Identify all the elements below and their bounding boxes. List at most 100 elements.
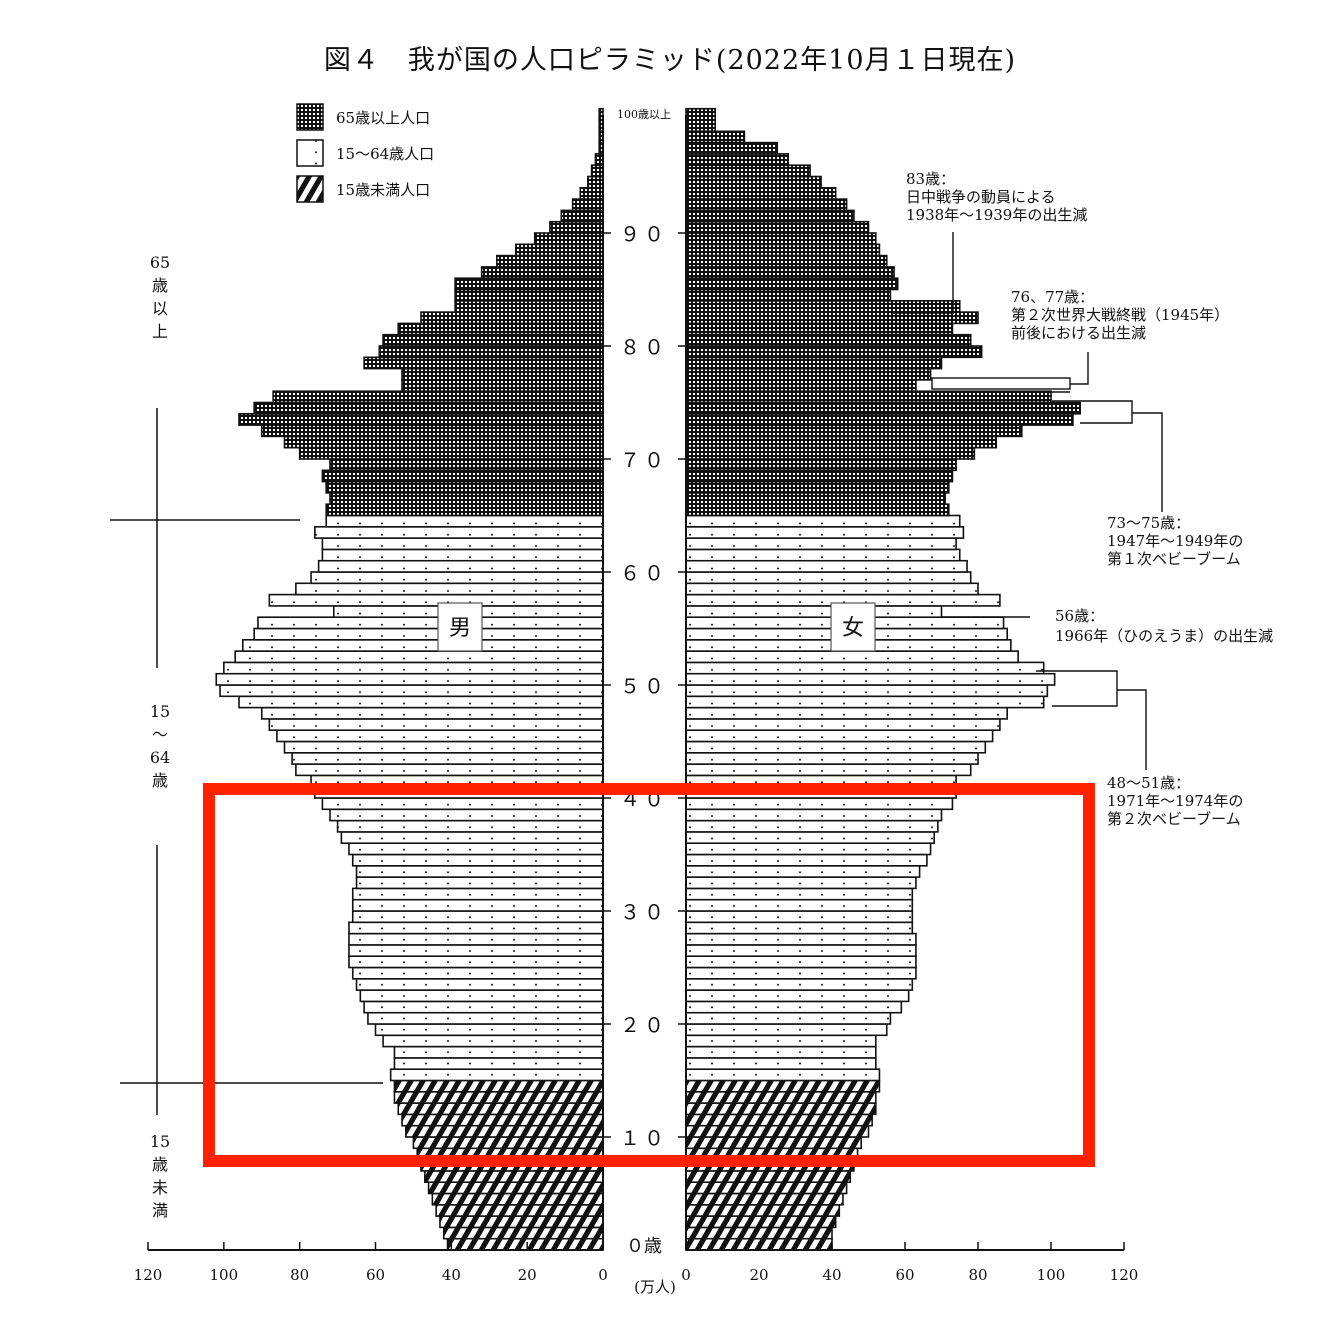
annotation-a56: 56歳： <box>1055 607 1104 625</box>
bar-male <box>393 1045 604 1059</box>
bar-male <box>310 571 604 585</box>
bar-male <box>496 254 604 268</box>
bar-male <box>420 1158 604 1172</box>
bar-female <box>685 571 972 585</box>
bar-female <box>685 232 877 246</box>
bar-male <box>351 910 604 924</box>
bar-female <box>685 288 892 302</box>
female-label: 女 <box>842 616 864 641</box>
bar-female <box>685 1181 848 1195</box>
bar-male <box>215 672 604 686</box>
bar-female <box>685 153 789 166</box>
bar-female <box>685 254 888 268</box>
bar-female <box>685 797 954 811</box>
male-label: 男 <box>449 616 471 641</box>
age-tick-label: ７０ <box>620 448 668 472</box>
bar-male <box>219 684 604 698</box>
bar-female <box>685 876 917 890</box>
bar-male <box>393 1057 604 1071</box>
bar-male <box>571 198 604 212</box>
bar-female <box>685 1170 852 1184</box>
bar-female <box>685 785 957 799</box>
x-tick-label-female: 60 <box>895 1266 914 1284</box>
bar-female <box>685 424 1023 438</box>
bar-male <box>291 751 604 765</box>
bar-female <box>685 1079 881 1093</box>
bar-male <box>325 503 604 517</box>
bar-female <box>685 480 950 494</box>
x-tick-label-female: 0 <box>681 1266 691 1284</box>
bar-male <box>351 853 604 867</box>
bar-female <box>685 446 976 460</box>
bar-male <box>348 842 604 856</box>
bar-female <box>685 989 910 1003</box>
bar-male <box>321 548 604 562</box>
bar-female <box>685 1158 855 1172</box>
bar-male <box>378 345 604 359</box>
bar-female <box>685 1113 873 1127</box>
male-bars <box>215 107 604 1251</box>
bar-female <box>685 514 961 528</box>
bar-female <box>685 311 979 325</box>
bar-male <box>253 627 604 641</box>
bar-male <box>283 740 604 754</box>
bar-female <box>685 1045 877 1059</box>
bar-male <box>238 412 604 426</box>
bar-male <box>260 706 604 720</box>
bar-male <box>454 299 604 313</box>
bar-female <box>685 458 957 472</box>
annotation-a83: 83歳： <box>906 170 955 188</box>
bar-male <box>363 1000 604 1014</box>
bar-male <box>321 797 604 811</box>
bar-male <box>272 390 604 404</box>
bar-female <box>685 119 717 133</box>
age-tick-label: ８０ <box>620 335 668 359</box>
bar-female <box>685 525 965 539</box>
x-tick-label-male: 0 <box>598 1266 608 1284</box>
bar-male <box>268 593 604 607</box>
bar-male <box>348 921 604 935</box>
bar-male <box>321 469 604 483</box>
bar-male <box>355 864 604 878</box>
bar-male <box>423 1170 604 1184</box>
bar-male <box>351 898 604 912</box>
bar-female <box>685 548 961 562</box>
x-tick-label-male: 100 <box>210 1266 239 1284</box>
annotation-a7375: 73～75歳： <box>1107 514 1190 532</box>
bar-female <box>685 966 917 980</box>
bar-male <box>416 1147 604 1161</box>
bar-female <box>685 1034 877 1048</box>
bar-male <box>314 525 604 539</box>
bar-female <box>685 266 895 279</box>
bar-male <box>355 977 604 991</box>
bar-male <box>283 435 604 449</box>
bar-male <box>594 153 604 166</box>
group-label-15-64: ～ <box>152 725 168 744</box>
age-tick-label: ６０ <box>620 561 668 585</box>
bar-female <box>685 401 1082 415</box>
x-tick-label-male: 40 <box>442 1266 461 1284</box>
bar-male <box>348 955 604 969</box>
bar-female <box>685 164 811 178</box>
group-label-under15: 満 <box>152 1201 168 1220</box>
x-tick-label-male: 60 <box>366 1266 385 1284</box>
legend-label-children: 15歳未満人口 <box>336 181 430 199</box>
x-tick-label-female: 120 <box>1110 1266 1139 1284</box>
bar-female <box>685 1011 892 1025</box>
age-tick-label-100plus: 100歳以上 <box>617 108 671 121</box>
bar-female <box>685 898 914 912</box>
bar-female <box>685 672 1056 686</box>
bar-male <box>329 808 604 822</box>
bar-male <box>359 989 604 1003</box>
bar-male <box>514 243 604 257</box>
annotations: 83歳：日中戦争の動員による1938年～1939年の出生減76、77歳：第２次世… <box>892 170 1273 828</box>
bar-female <box>685 1136 862 1150</box>
bar-male <box>533 232 604 246</box>
bar-male <box>241 638 604 652</box>
bar-female <box>685 944 917 958</box>
bar-male <box>298 446 604 460</box>
legend-swatch-children <box>296 175 324 203</box>
bar-female <box>685 1215 837 1229</box>
